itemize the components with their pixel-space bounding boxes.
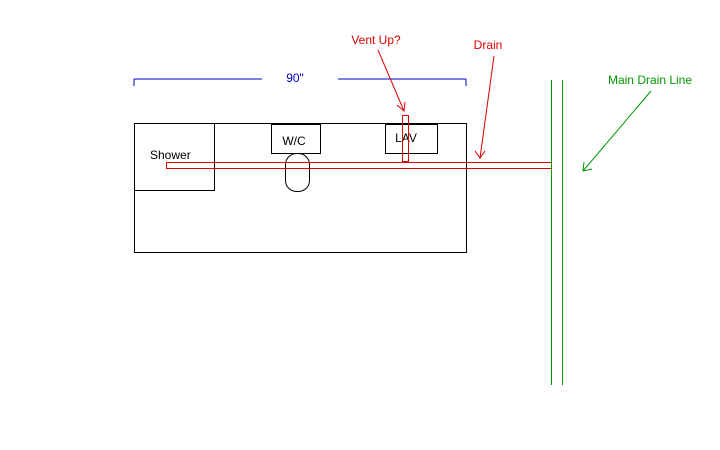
drain-label: Drain xyxy=(474,38,503,52)
lav-label: LAV xyxy=(395,131,417,145)
vent-arrow xyxy=(377,49,406,112)
shower-box xyxy=(134,123,215,191)
main-drain-label: Main Drain Line xyxy=(608,73,692,87)
wc-bowl xyxy=(285,153,310,192)
vent-pipe xyxy=(402,115,409,162)
wc-label: W/C xyxy=(282,134,306,148)
dimension-label: 90" xyxy=(286,71,304,85)
dimension-marker xyxy=(133,78,467,86)
vent-label: Vent Up? xyxy=(351,33,401,47)
main-drain-arrow xyxy=(582,90,652,172)
drain-arrow xyxy=(474,55,495,159)
shower-label: Shower xyxy=(150,148,191,162)
lav-box xyxy=(385,124,438,154)
